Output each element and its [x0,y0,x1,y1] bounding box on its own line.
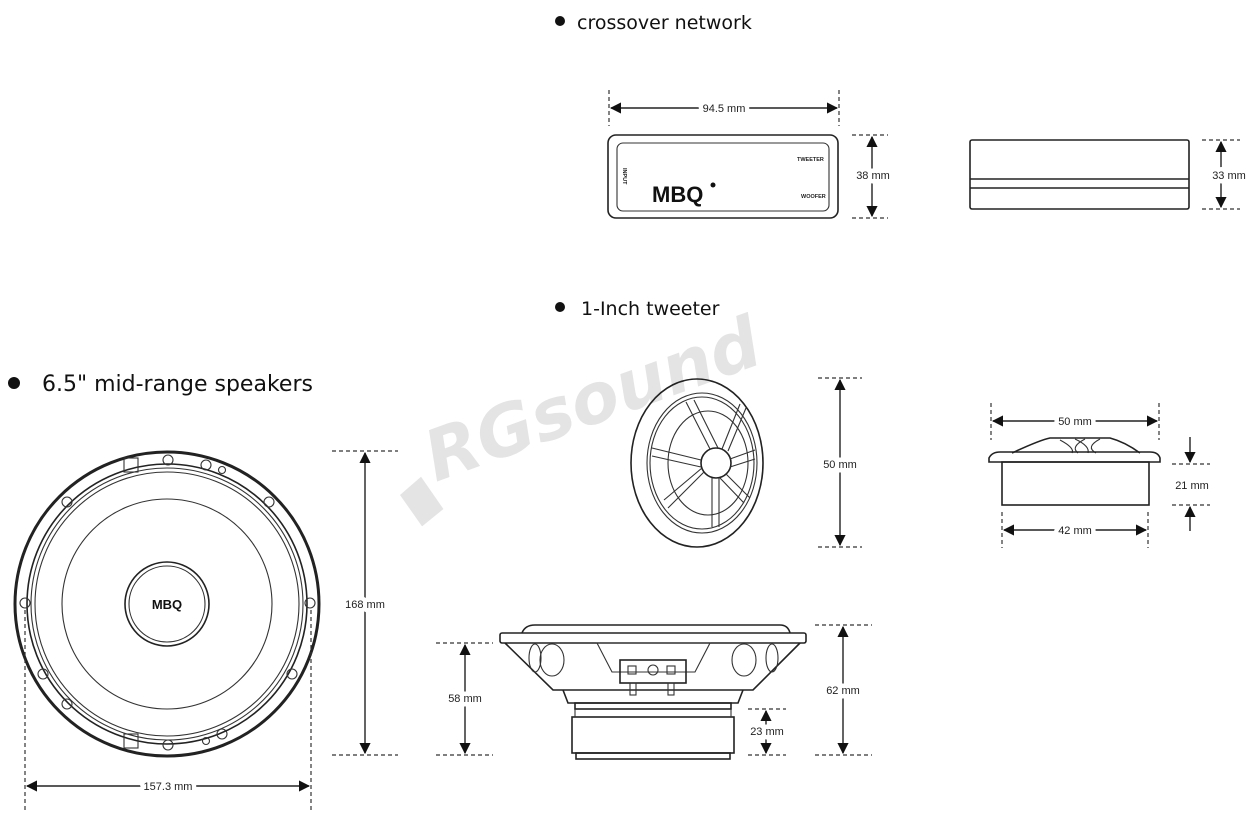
heading-midrange: 6.5" mid-range speakers [8,372,313,397]
tweeter-side-view [988,437,1161,506]
dim-crossover-height: 33 mm [1212,170,1246,182]
svg-text:crossover network: crossover network [577,12,752,34]
svg-text:1-Inch tweeter: 1-Inch tweeter [581,298,720,320]
dim-tweeter-body-width: 42 mm [1058,525,1092,537]
svg-text:WOOFER: WOOFER [801,194,826,200]
svg-text:MBQ: MBQ [152,597,182,612]
tweeter-front-view [630,378,764,548]
svg-text:TWEETER: TWEETER [797,157,824,163]
dim-tweeter-front-diameter: 50 mm [823,459,857,471]
midrange-side-view [499,624,807,760]
dim-mid-width: 157.3 mm [144,781,193,793]
svg-text:INPUT: INPUT [621,168,627,185]
dim-mid-total-depth: 62 mm [826,685,860,697]
heading-tweeter: 1-Inch tweeter [555,298,720,320]
crossover-top-view: MBQ TWEETER WOOFER INPUT [607,134,839,219]
dim-tweeter-depth: 21 mm [1175,480,1209,492]
dim-mid-mount-depth: 58 mm [448,693,482,705]
heading-crossover: crossover network [555,12,752,34]
dim-crossover-depth: 38 mm [856,170,890,182]
crossover-side-view [969,139,1190,210]
midrange-front-view: MBQ [13,450,321,758]
dim-mid-height: 168 mm [345,599,385,611]
dim-crossover-width: 94.5 mm [703,103,746,115]
svg-text:6.5" mid-range speakers: 6.5" mid-range speakers [42,372,313,397]
dim-mid-magnet-height: 23 mm [750,726,784,738]
crossover-logo: MBQ [652,182,703,207]
svg-text:RGsound: RGsound [413,301,772,498]
dim-tweeter-flange-width: 50 mm [1058,416,1092,428]
